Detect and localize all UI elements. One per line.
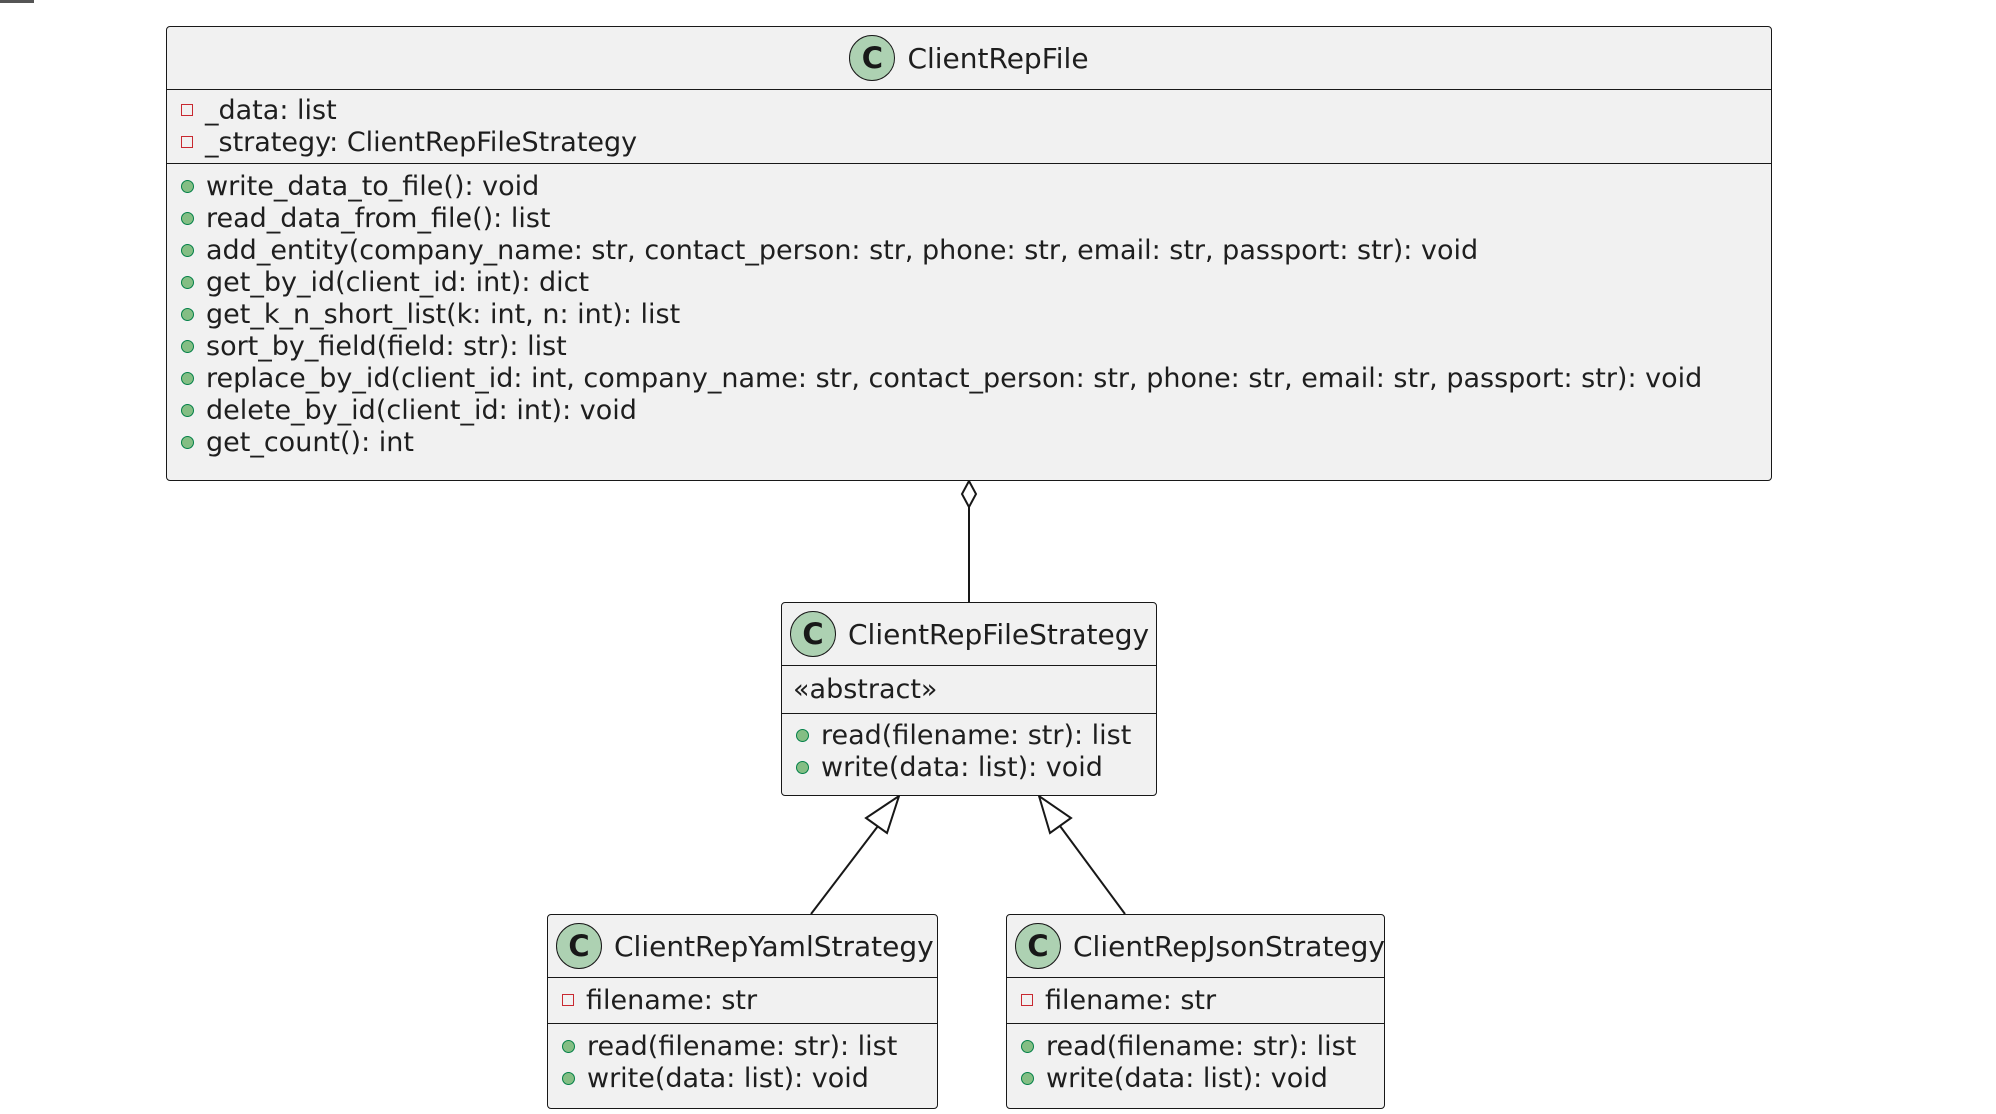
fields-section: _data: list _strategy: ClientRepFileStra… [167, 90, 1771, 163]
class-name: ClientRepFileStrategy [848, 617, 1150, 651]
private-visibility-icon [562, 994, 574, 1006]
public-visibility-icon [1021, 1039, 1034, 1053]
field-text: filename: str [1045, 984, 1217, 1016]
method-text: read_data_from_file(): list [206, 202, 551, 234]
field-text: _strategy: ClientRepFileStrategy [205, 126, 638, 158]
method-row: read(filename: str): list [1021, 1030, 1370, 1062]
public-visibility-icon [562, 1039, 575, 1053]
class-name: ClientRepFile [907, 41, 1089, 75]
class-client-rep-file-strategy[interactable]: C ClientRepFileStrategy «abstract» read(… [781, 602, 1157, 796]
method-text: add_entity(company_name: str, contact_pe… [206, 234, 1479, 266]
method-text: write(data: list): void [587, 1062, 869, 1094]
method-row: write(data: list): void [1021, 1062, 1370, 1094]
method-row: read(filename: str): list [562, 1030, 923, 1062]
field-text: filename: str [586, 984, 758, 1016]
stereotype-label: «abstract» [793, 673, 938, 705]
public-visibility-icon [181, 371, 194, 385]
method-row: read(filename: str): list [796, 719, 1142, 751]
class-header: C ClientRepYamlStrategy [548, 915, 937, 978]
class-client-rep-yaml-strategy[interactable]: C ClientRepYamlStrategy filename: str re… [547, 914, 938, 1109]
method-text: delete_by_id(client_id: int): void [206, 394, 637, 426]
public-visibility-icon [562, 1071, 575, 1085]
public-visibility-icon [181, 243, 194, 257]
field-text: _data: list [205, 94, 337, 126]
method-row: write(data: list): void [562, 1062, 923, 1094]
fields-section: filename: str [1007, 978, 1384, 1023]
public-visibility-icon [181, 403, 194, 417]
public-visibility-icon [1021, 1071, 1034, 1085]
method-text: write_data_to_file(): void [206, 170, 540, 202]
method-row: get_count(): int [181, 426, 1757, 458]
method-text: read(filename: str): list [587, 1030, 898, 1062]
method-text: get_k_n_short_list(k: int, n: int): list [206, 298, 681, 330]
inheritance-arrowhead-yaml [864, 793, 901, 835]
method-text: write(data: list): void [821, 751, 1103, 783]
public-visibility-icon [181, 339, 194, 353]
public-visibility-icon [796, 728, 809, 742]
fields-section: filename: str [548, 978, 937, 1023]
class-client-rep-file[interactable]: C ClientRepFile _data: list _strategy: C… [166, 26, 1772, 481]
method-row: add_entity(company_name: str, contact_pe… [181, 234, 1757, 266]
public-visibility-icon [181, 275, 194, 289]
method-row: read_data_from_file(): list [181, 202, 1757, 234]
field-row: _data: list [181, 94, 1757, 126]
inheritance-line-json [1059, 825, 1126, 915]
private-visibility-icon [181, 136, 193, 148]
method-text: read(filename: str): list [1046, 1030, 1357, 1062]
class-header: C ClientRepJsonStrategy [1007, 915, 1385, 978]
methods-section: read(filename: str): list write(data: li… [548, 1023, 937, 1099]
method-text: get_count(): int [206, 426, 414, 458]
method-text: read(filename: str): list [821, 719, 1132, 751]
method-text: sort_by_field(field: str): list [206, 330, 567, 362]
private-visibility-icon [181, 104, 193, 116]
method-row: replace_by_id(client_id: int, company_na… [181, 362, 1757, 394]
method-row: get_k_n_short_list(k: int, n: int): list [181, 298, 1757, 330]
top-left-mark [0, 0, 34, 3]
field-row: _strategy: ClientRepFileStrategy [181, 126, 1757, 158]
private-visibility-icon [1021, 994, 1033, 1006]
class-header: C ClientRepFile [167, 27, 1771, 90]
public-visibility-icon [181, 179, 194, 193]
public-visibility-icon [181, 211, 194, 225]
methods-section: read(filename: str): list write(data: li… [1007, 1023, 1384, 1099]
method-text: replace_by_id(client_id: int, company_na… [206, 362, 1703, 394]
methods-section: read(filename: str): list write(data: li… [782, 713, 1156, 788]
method-row: get_by_id(client_id: int): dict [181, 266, 1757, 298]
field-row: filename: str [562, 984, 923, 1016]
methods-section: write_data_to_file(): void read_data_fro… [167, 163, 1771, 463]
method-text: get_by_id(client_id: int): dict [206, 266, 590, 298]
method-row: sort_by_field(field: str): list [181, 330, 1757, 362]
aggregation-diamond [960, 478, 978, 510]
public-visibility-icon [181, 435, 194, 449]
public-visibility-icon [796, 760, 809, 774]
class-badge-icon: C [849, 35, 896, 81]
method-text: write(data: list): void [1046, 1062, 1328, 1094]
inheritance-arrowhead-json [1037, 793, 1073, 835]
class-name: ClientRepYamlStrategy [614, 929, 934, 963]
stereotype-section: «abstract» [782, 666, 1156, 713]
inheritance-line-yaml [810, 825, 879, 915]
class-header: C ClientRepFileStrategy [782, 603, 1156, 666]
method-row: write(data: list): void [796, 751, 1142, 783]
method-row: delete_by_id(client_id: int): void [181, 394, 1757, 426]
field-row: filename: str [1021, 984, 1370, 1016]
class-badge-icon: C [790, 611, 836, 657]
class-badge-icon: C [556, 923, 602, 969]
public-visibility-icon [181, 307, 194, 321]
class-badge-icon: C [1015, 923, 1061, 969]
class-client-rep-json-strategy[interactable]: C ClientRepJsonStrategy filename: str re… [1006, 914, 1385, 1109]
class-name: ClientRepJsonStrategy [1073, 929, 1385, 963]
method-row: write_data_to_file(): void [181, 170, 1757, 202]
